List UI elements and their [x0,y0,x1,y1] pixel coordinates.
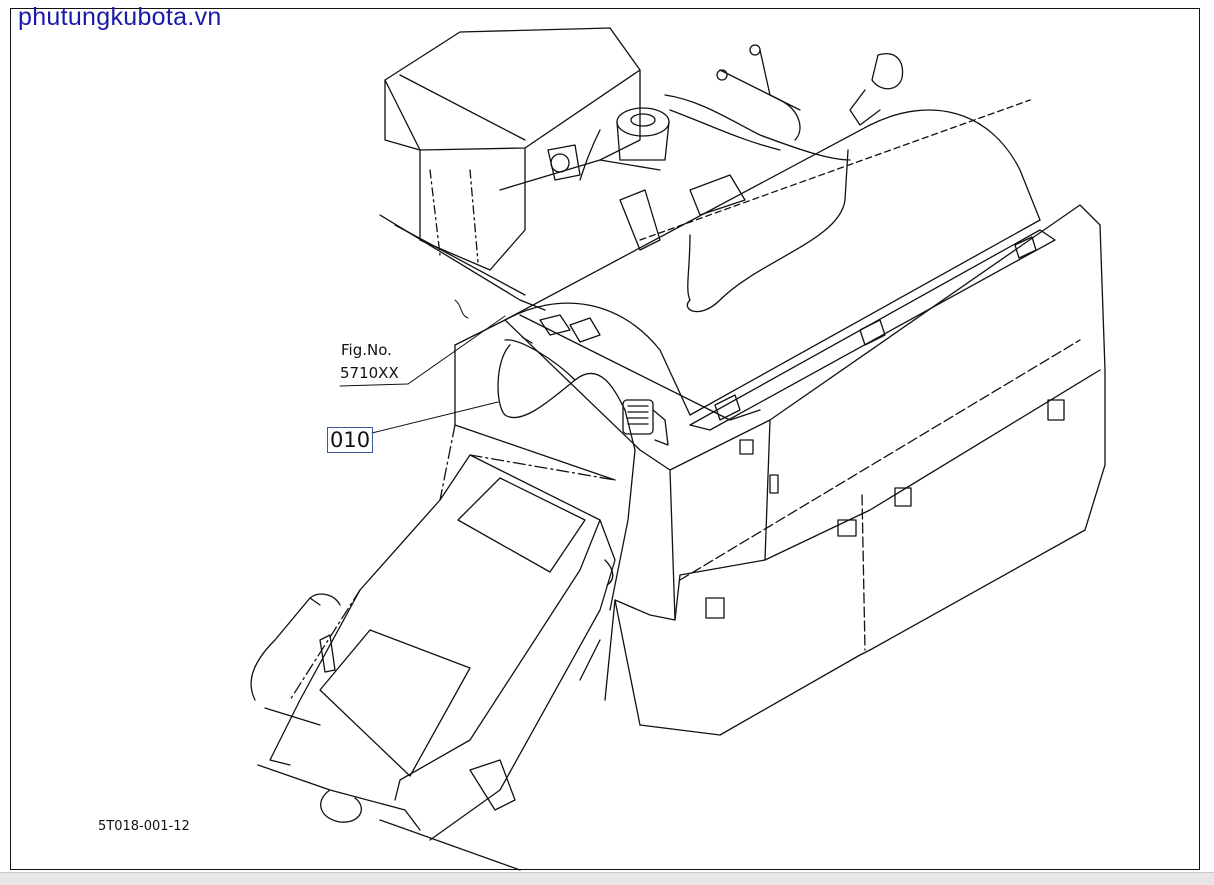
bottom-scroll-strip [0,872,1214,885]
side-body [454,204,1106,736]
leader-lines [339,299,506,434]
site-watermark: phutungkubota.vn [18,3,222,31]
drawing-frame [10,8,1200,870]
figure-reference-label: Fig.No. [341,341,392,359]
main-cover [504,99,1041,416]
drawing-code: 5T018-001-12 [98,819,190,834]
motor-assembly [579,44,904,181]
wiring-harness-010 [497,314,669,611]
upper-housing [384,27,661,271]
frame-rail [379,214,1056,431]
part-callout-010[interactable]: 010 [327,427,374,453]
feeder-chute [250,454,616,871]
figure-reference-number[interactable]: 5710XX [340,364,399,382]
hidden-outlines [289,424,616,701]
